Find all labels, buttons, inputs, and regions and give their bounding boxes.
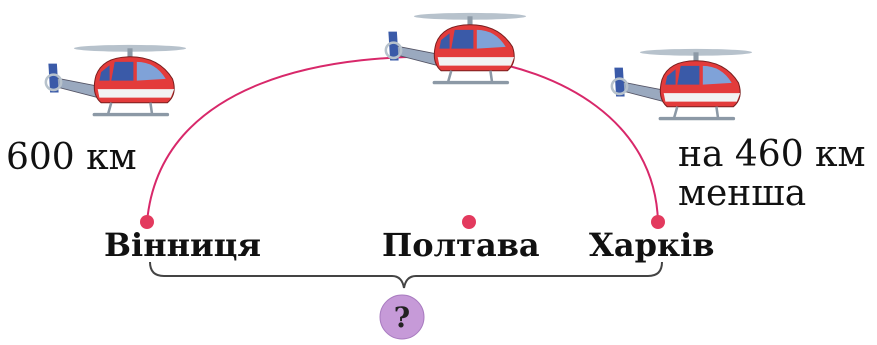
question-mark: ? [394, 301, 410, 334]
city-dot-poltava [462, 215, 476, 229]
city-label-kharkiv: Харків [589, 226, 715, 264]
distance-label-1: 600 км [6, 137, 137, 178]
city-dot-kharkiv [651, 215, 665, 229]
helicopter-icon [384, 11, 528, 85]
city-dot-vinnytsia [140, 215, 154, 229]
route-arc [146, 55, 659, 223]
brace [149, 261, 663, 289]
distance-label-2-line2: менша [678, 173, 807, 214]
helicopter-icon [610, 47, 754, 121]
question-icon [379, 294, 425, 340]
city-label-vinnytsia: Вінниця [104, 226, 262, 264]
city-label-poltava: Полтава [382, 226, 540, 264]
helicopter-icon [44, 43, 188, 117]
distance-label-2-line1: на 460 км [678, 134, 866, 175]
